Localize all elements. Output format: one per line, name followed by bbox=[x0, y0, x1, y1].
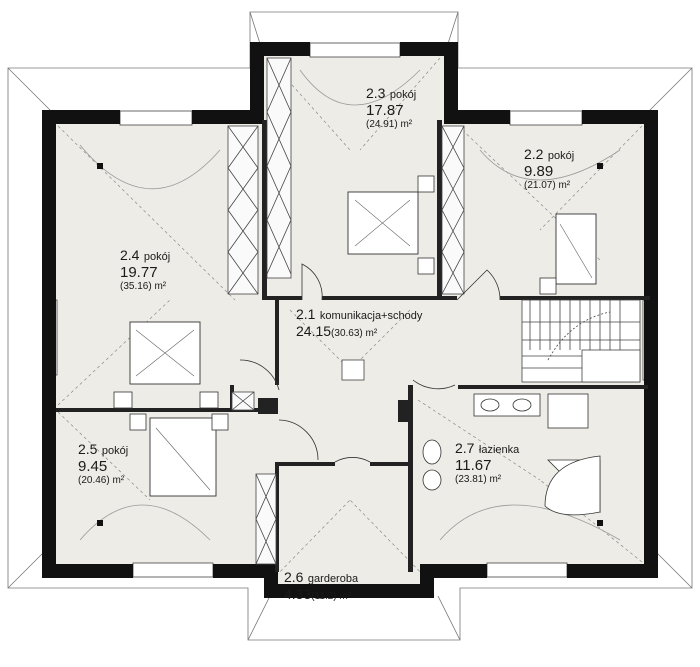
room-area-total: (11.2) m² bbox=[311, 590, 352, 602]
room-name: łazienka bbox=[478, 444, 520, 456]
room-label-2-1: 2.1 komunikacja+schody 24.15(30.63) m² bbox=[296, 307, 422, 341]
room-name: pokój bbox=[143, 251, 171, 263]
room-code: 2.3 bbox=[366, 85, 386, 101]
room-area: 17.87 bbox=[366, 101, 404, 119]
room-name: pokój bbox=[547, 150, 575, 162]
room-name: pokój bbox=[101, 445, 129, 457]
room-area-total: (35.16) m² bbox=[120, 280, 167, 292]
staircase bbox=[521, 299, 641, 383]
room-name: komunikacja+schody bbox=[319, 310, 423, 322]
room-label-2-2: 2.2 pokój 9.89 (21.07) m² bbox=[524, 147, 574, 191]
room-area: 4.33 bbox=[284, 585, 312, 602]
beds bbox=[129, 191, 597, 497]
room-label-2-3: 2.3 pokój 17.87 (24.91) m² bbox=[366, 86, 416, 130]
room-label-2-7: 2.7 łazienka 11.67 (23.81) m² bbox=[455, 441, 519, 485]
room-area-total: (30.63) m² bbox=[331, 327, 378, 339]
door-swings bbox=[239, 263, 501, 463]
room-area: 9.89 bbox=[524, 162, 554, 180]
room-area: 11.67 bbox=[455, 456, 492, 474]
room-area: 24.15 bbox=[296, 322, 332, 339]
interior-walls bbox=[56, 120, 650, 572]
room-label-2-5: 2.5 pokój 9.45 (20.46) m² bbox=[78, 442, 128, 486]
corridor-void bbox=[341, 359, 365, 381]
room-area-total: (21.07) m² bbox=[524, 179, 571, 191]
room-area: 9.45 bbox=[78, 457, 108, 475]
walls bbox=[42, 42, 658, 598]
room-label-2-6: 2.6 garderoba 4.33(11.2) m² bbox=[284, 570, 358, 604]
room-code: 2.6 bbox=[284, 569, 304, 585]
room-area-total: (20.46) m² bbox=[78, 474, 125, 486]
room-code: 2.4 bbox=[120, 247, 140, 263]
room-code: 2.1 bbox=[296, 306, 316, 322]
ceiling-markers bbox=[97, 163, 603, 526]
room-name: garderoba bbox=[307, 573, 359, 585]
nightstands bbox=[113, 175, 557, 431]
bathroom-fixtures bbox=[422, 393, 601, 516]
room-code: 2.5 bbox=[78, 441, 98, 457]
room-name: pokój bbox=[389, 89, 417, 101]
room-code: 2.2 bbox=[524, 146, 544, 162]
room-area-total: (23.81) m² bbox=[455, 473, 502, 485]
room-area: 19.77 bbox=[120, 263, 158, 281]
wardrobes bbox=[227, 57, 465, 565]
room-area-total: (24.91) m² bbox=[366, 118, 413, 130]
room-code: 2.7 bbox=[455, 440, 475, 456]
room-label-2-4: 2.4 pokój 19.77 (35.16) m² bbox=[120, 248, 170, 292]
